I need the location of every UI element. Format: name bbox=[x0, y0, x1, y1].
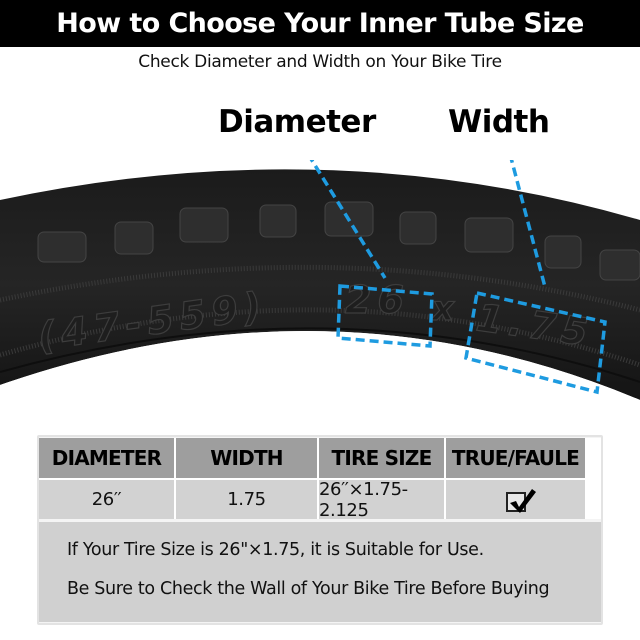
cell-diameter: 26′′ bbox=[39, 480, 174, 519]
notes-box: If Your Tire Size is 26"×1.75, it is Sui… bbox=[39, 522, 601, 622]
size-table: DIAMETER WIDTH TIRE SIZE TRUE/FAULE 26′′… bbox=[39, 438, 601, 521]
title-bar: How to Choose Your Inner Tube Size bbox=[0, 0, 640, 47]
cell-tire-size: 26′′×1.75-2.125 bbox=[319, 479, 444, 521]
tire-image: (47-559) 26 x 1.75 bbox=[0, 160, 640, 430]
header-diameter: DIAMETER bbox=[39, 438, 174, 478]
header-width: WIDTH bbox=[176, 438, 317, 478]
subtitle: Check Diameter and Width on Your Bike Ti… bbox=[138, 52, 502, 72]
header-true-false: TRUE/FAULE bbox=[446, 438, 585, 478]
sidewall-separator-text: x bbox=[430, 289, 455, 329]
page-title: How to Choose Your Inner Tube Size bbox=[56, 8, 584, 39]
sidewall-diameter-text: 26 bbox=[345, 278, 410, 322]
note-check-wall: Be Sure to Check the Wall of Your Bike T… bbox=[67, 579, 550, 599]
header-tire-size: TIRE SIZE bbox=[319, 438, 444, 478]
cell-width: 1.75 bbox=[176, 480, 317, 519]
checkmark-icon bbox=[505, 488, 536, 513]
note-suitable: If Your Tire Size is 26"×1.75, it is Sui… bbox=[67, 540, 484, 560]
diameter-callout-label: Diameter bbox=[218, 104, 376, 140]
cell-true-false bbox=[446, 480, 585, 519]
width-callout-label: Width bbox=[448, 104, 550, 140]
